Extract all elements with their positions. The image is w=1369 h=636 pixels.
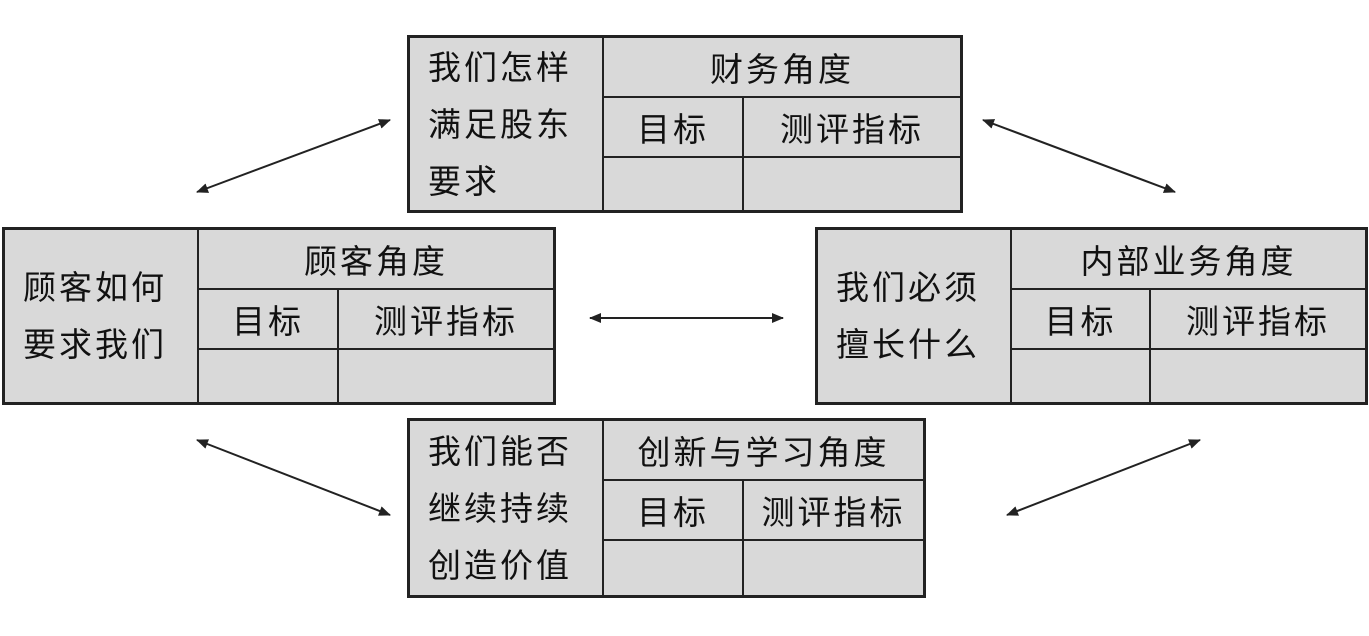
- internal-goal-cell: [1012, 350, 1149, 402]
- internal-measure-header: 测评指标: [1151, 290, 1365, 348]
- internal-question: 我们必须 擅长什么: [818, 230, 1010, 402]
- innovation-title: 创新与学习角度: [604, 421, 923, 479]
- innovation-goal-header: 目标: [604, 481, 742, 539]
- innovation-measure-cell: [744, 541, 923, 595]
- financial-title: 财务角度: [604, 38, 960, 96]
- customer-title: 顾客角度: [199, 230, 553, 288]
- arrow-financial-customer: [196, 119, 391, 193]
- financial-measure-header: 测评指标: [744, 98, 960, 156]
- financial-question-line: 满足股东: [428, 104, 572, 144]
- customer-goal-cell: [199, 350, 337, 402]
- arrow-customer-innovation: [196, 439, 391, 516]
- internal-question-line: 擅长什么: [836, 325, 980, 364]
- internal-goal-header: 目标: [1012, 290, 1149, 348]
- innovation-question: 我们能否 继续持续 创造价值: [410, 421, 602, 595]
- innovation-measure-header: 测评指标: [744, 481, 923, 539]
- arrow-innovation-internal: [1006, 439, 1201, 516]
- financial-perspective-box: 我们怎样 满足股东 要求 财务角度 目标 测评指标: [407, 35, 963, 213]
- internal-title: 内部业务角度: [1012, 230, 1365, 288]
- financial-goal-cell: [604, 158, 742, 210]
- innovation-question-line: 继续持续: [428, 488, 572, 528]
- customer-perspective-box: 顾客如何 要求我们 顾客角度 目标 测评指标: [2, 227, 556, 405]
- internal-perspective-box: 我们必须 擅长什么 内部业务角度 目标 测评指标: [815, 227, 1368, 405]
- internal-question-line: 我们必须: [836, 268, 980, 307]
- financial-question-line: 我们怎样: [428, 47, 572, 87]
- innovation-goal-cell: [604, 541, 742, 595]
- innovation-perspective-box: 我们能否 继续持续 创造价值 创新与学习角度 目标 测评指标: [407, 418, 926, 598]
- financial-measure-cell: [744, 158, 960, 210]
- customer-question-line: 顾客如何: [23, 268, 167, 307]
- internal-measure-cell: [1151, 350, 1365, 402]
- customer-goal-header: 目标: [199, 290, 337, 348]
- financial-question-line: 要求: [428, 161, 500, 201]
- innovation-question-line: 创造价值: [428, 545, 572, 585]
- innovation-question-line: 我们能否: [428, 431, 572, 471]
- customer-question-line: 要求我们: [23, 325, 167, 364]
- customer-measure-cell: [339, 350, 553, 402]
- customer-measure-header: 测评指标: [339, 290, 553, 348]
- financial-question: 我们怎样 满足股东 要求: [410, 38, 602, 210]
- arrow-financial-internal: [982, 119, 1176, 193]
- customer-question: 顾客如何 要求我们: [5, 230, 197, 402]
- financial-goal-header: 目标: [604, 98, 742, 156]
